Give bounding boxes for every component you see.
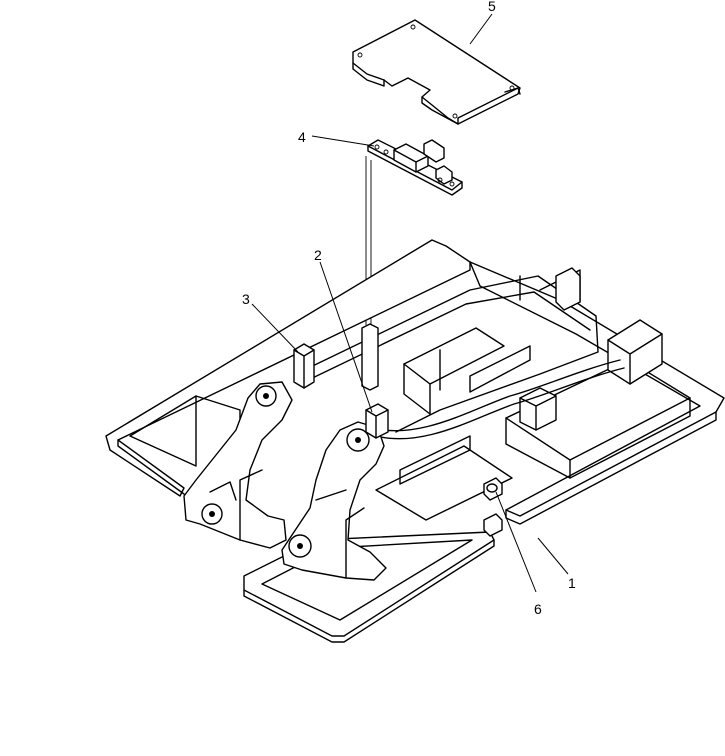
grommet-part-6 — [486, 483, 498, 493]
leader-lines — [251, 13, 569, 593]
callout-4: 4 — [298, 129, 306, 145]
clamp-part-3 — [293, 343, 315, 389]
revolving-frame — [105, 239, 725, 643]
boom-bracket — [183, 381, 387, 581]
clamp-part-2 — [361, 323, 389, 439]
callout-labels: 5 4 2 3 1 6 — [242, 0, 576, 617]
cover-plate — [352, 19, 521, 125]
relay-bracket — [365, 139, 463, 325]
callout-5: 5 — [488, 0, 496, 14]
callout-3: 3 — [242, 291, 250, 307]
callout-1: 1 — [568, 575, 576, 591]
callout-6: 6 — [534, 601, 542, 617]
callout-2: 2 — [314, 247, 322, 263]
